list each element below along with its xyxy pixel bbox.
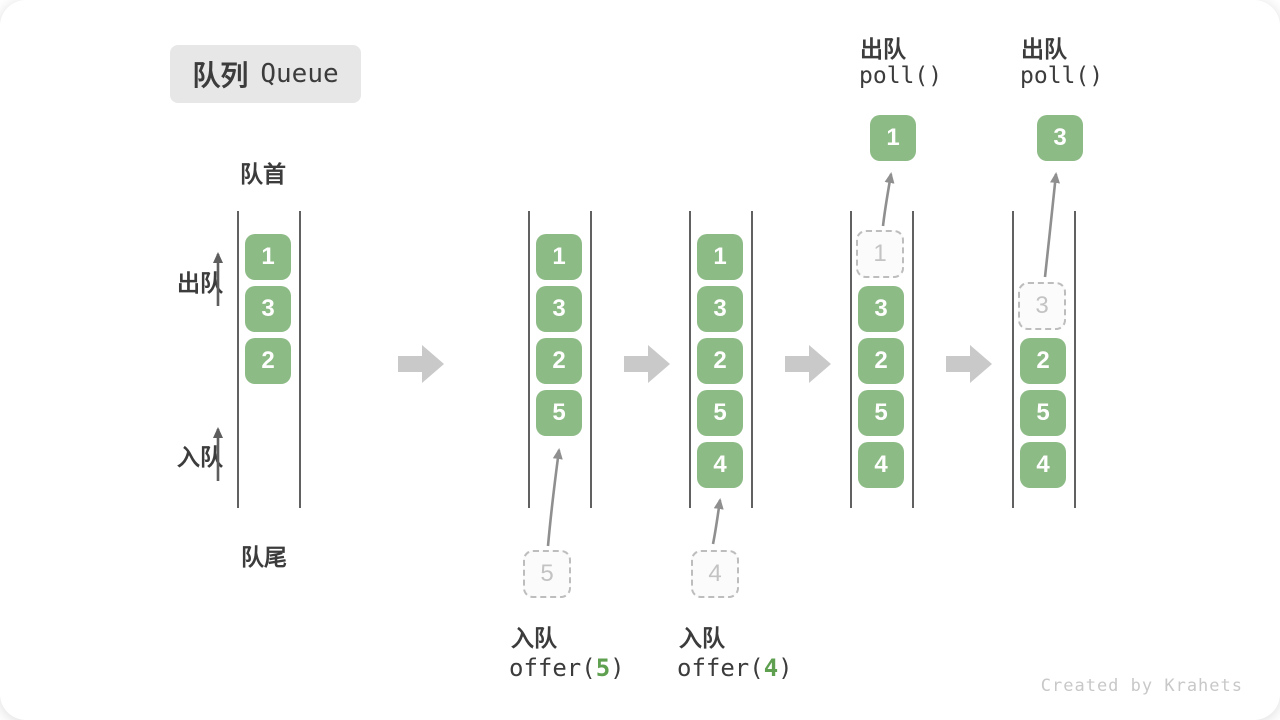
queue-wall: [912, 211, 914, 508]
queue-item: 3: [858, 286, 904, 332]
watermark: Created by Krahets: [1040, 676, 1243, 696]
code-arg: 5: [595, 654, 611, 682]
queue-item: 1: [536, 234, 582, 280]
queue-wall: [237, 211, 239, 508]
code-text: offer(: [677, 654, 764, 682]
code-arg: 4: [763, 654, 779, 682]
queue-wall: [590, 211, 592, 508]
ghost-item-box: 1: [856, 230, 904, 278]
queue-item: 4: [858, 442, 904, 488]
queue-item: 2: [245, 338, 291, 384]
queue-wall: [689, 211, 691, 508]
op-code-poll: poll(): [859, 63, 943, 89]
code-text: ): [778, 654, 793, 682]
queue-item: 4: [697, 442, 743, 488]
polled-item: 3: [1037, 115, 1083, 161]
step-arrow-icon: [785, 345, 831, 383]
label-enqueue-direction: 入队: [177, 444, 223, 470]
dequeue-arrow-poll1: [881, 172, 895, 227]
queue-item: 5: [697, 390, 743, 436]
queue-item: 4: [1020, 442, 1066, 488]
queue-item: 2: [1020, 338, 1066, 384]
ghost-item-box: 3: [1018, 282, 1066, 330]
queue-item: 1: [697, 234, 743, 280]
op-label-dequeue: 出队: [860, 36, 906, 62]
step-arrow-icon: [624, 345, 670, 383]
polled-item: 1: [870, 115, 916, 161]
queue-item: 5: [858, 390, 904, 436]
queue-item: 2: [858, 338, 904, 384]
queue-item: 3: [536, 286, 582, 332]
queue-wall: [528, 211, 530, 508]
pending-item-box: 4: [691, 550, 739, 598]
queue-wall: [299, 211, 301, 508]
label-queue-rear: 队尾: [241, 544, 287, 570]
title-en: Queue: [260, 59, 339, 89]
queue-item: 2: [697, 338, 743, 384]
op-code-offer-5: offer(5): [509, 654, 625, 682]
op-label-dequeue: 出队: [1021, 36, 1067, 62]
label-dequeue-direction: 出队: [177, 270, 223, 296]
title-badge: 队列 Queue: [170, 45, 361, 103]
op-label-enqueue: 入队: [511, 625, 557, 651]
pending-item-box: 5: [523, 550, 571, 598]
queue-item: 3: [697, 286, 743, 332]
code-text: ): [610, 654, 625, 682]
enqueue-arrow-offer4: [711, 498, 724, 545]
queue-item: 5: [1020, 390, 1066, 436]
op-code-poll: poll(): [1020, 63, 1104, 89]
queue-wall: [850, 211, 852, 508]
queue-item: 1: [245, 234, 291, 280]
op-label-enqueue: 入队: [679, 625, 725, 651]
dequeue-arrow-poll3: [1043, 172, 1060, 278]
queue-item: 3: [245, 286, 291, 332]
queue-wall: [1012, 211, 1014, 508]
queue-wall: [1074, 211, 1076, 508]
label-queue-front: 队首: [240, 161, 286, 187]
step-arrow-icon: [398, 345, 444, 383]
op-code-offer-4: offer(4): [677, 654, 793, 682]
queue-item: 2: [536, 338, 582, 384]
queue-item: 5: [536, 390, 582, 436]
code-text: offer(: [509, 654, 596, 682]
title-zh: 队列: [192, 60, 249, 91]
step-arrow-icon: [946, 345, 992, 383]
queue-wall: [751, 211, 753, 508]
enqueue-arrow-offer5: [546, 448, 563, 547]
